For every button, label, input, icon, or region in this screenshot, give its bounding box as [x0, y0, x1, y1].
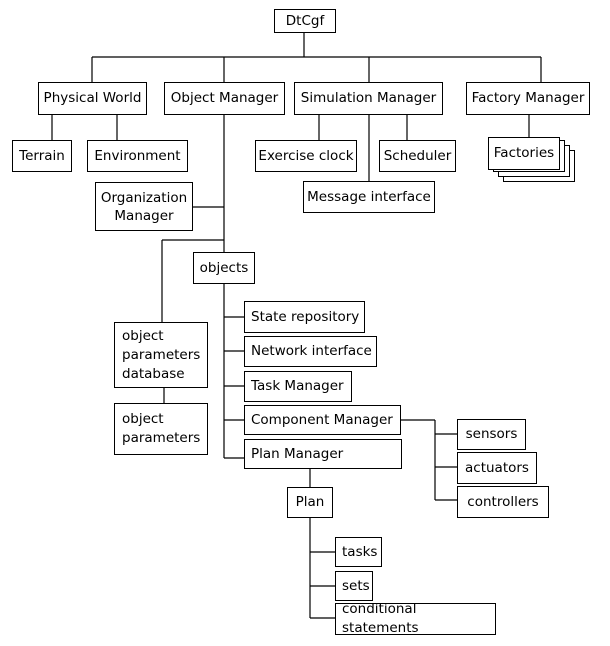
node-plan: Plan [287, 487, 333, 518]
node-dtcgf: DtCgf [274, 9, 336, 33]
node-message-interface: Message interface [303, 181, 435, 213]
node-simulation-manager: Simulation Manager [294, 82, 443, 115]
node-object-parameters-database: object parameters database [114, 322, 208, 388]
node-organization-manager: Organization Manager [95, 182, 193, 231]
node-environment: Environment [87, 140, 188, 172]
node-objects: objects [193, 252, 255, 284]
node-organization-manager-line1: Organization [100, 189, 188, 206]
node-sets: sets [335, 571, 373, 601]
node-actuators: actuators [457, 452, 537, 484]
node-task-manager: Task Manager [244, 371, 352, 402]
node-network-interface: Network interface [244, 336, 377, 367]
node-terrain: Terrain [12, 140, 72, 172]
node-state-repository: State repository [244, 301, 365, 333]
node-conditional-statements: conditional statements [335, 601, 496, 636]
node-exercise-clock: Exercise clock [255, 140, 357, 172]
node-organization-manager-line2: Manager [114, 207, 174, 224]
node-physical-world: Physical World [38, 82, 147, 115]
node-opd-line1: object [122, 328, 164, 344]
node-opd-line3: database [122, 366, 185, 382]
node-tasks: tasks [335, 537, 382, 567]
node-component-manager: Component Manager [244, 405, 401, 435]
node-object-parameters: object parameters [114, 403, 208, 455]
node-factories: Factories [488, 137, 560, 170]
node-op-line2: parameters [122, 430, 201, 446]
node-op-line1: object [122, 411, 164, 427]
node-factory-manager: Factory Manager [466, 82, 590, 115]
node-plan-manager: Plan Manager [244, 439, 402, 469]
node-object-manager: Object Manager [164, 82, 285, 115]
node-controllers: controllers [457, 486, 549, 518]
node-opd-line2: parameters [122, 347, 201, 363]
node-sensors: sensors [457, 419, 526, 450]
node-scheduler: Scheduler [379, 140, 456, 172]
